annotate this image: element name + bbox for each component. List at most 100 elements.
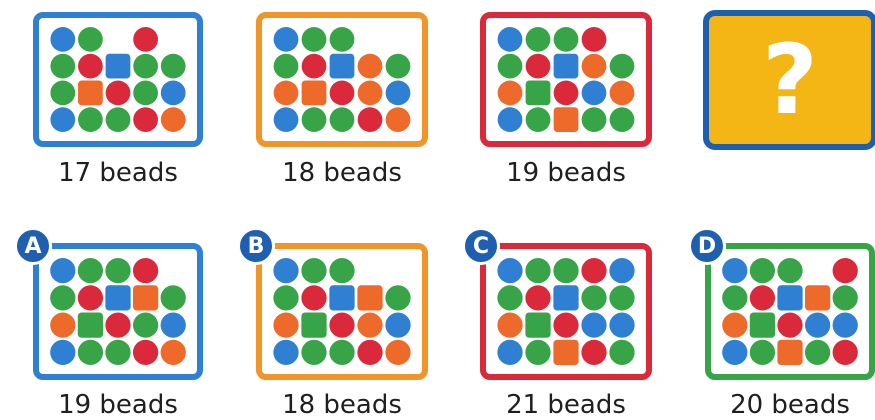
round-bead xyxy=(329,258,354,283)
sequence-label-1: 17 beads xyxy=(18,158,218,188)
round-bead xyxy=(358,81,383,106)
round-bead xyxy=(274,81,299,106)
round-bead xyxy=(750,285,775,310)
round-bead xyxy=(553,258,578,283)
round-bead xyxy=(50,54,75,79)
square-bead xyxy=(330,54,355,79)
option-a-badge[interactable]: A xyxy=(14,227,52,265)
square-bead xyxy=(553,285,578,310)
square-bead xyxy=(805,285,830,310)
round-bead xyxy=(525,340,550,365)
round-bead xyxy=(273,258,298,283)
option-d-card[interactable] xyxy=(705,243,875,380)
bead-grid xyxy=(711,249,869,374)
round-bead xyxy=(273,313,298,338)
round-bead xyxy=(50,27,75,52)
round-bead xyxy=(78,27,103,52)
square-bead xyxy=(301,313,326,338)
round-bead xyxy=(386,54,411,79)
square-bead xyxy=(133,285,158,310)
round-bead xyxy=(133,340,158,365)
round-bead xyxy=(554,81,579,106)
round-bead xyxy=(273,340,298,365)
round-bead xyxy=(582,27,607,52)
square-bead xyxy=(105,285,130,310)
option-d-label: 20 beads xyxy=(690,390,875,420)
round-bead xyxy=(302,27,327,52)
round-bead xyxy=(358,54,383,79)
option-c-badge[interactable]: C xyxy=(462,227,500,265)
round-bead xyxy=(582,107,607,132)
option-b-card[interactable] xyxy=(256,243,428,380)
mystery-card: ? xyxy=(703,10,875,150)
round-bead xyxy=(133,81,158,106)
round-bead xyxy=(582,54,607,79)
round-bead xyxy=(833,258,858,283)
round-bead xyxy=(386,107,411,132)
round-bead xyxy=(525,285,550,310)
square-bead xyxy=(357,285,382,310)
round-bead xyxy=(805,313,830,338)
round-bead xyxy=(330,107,355,132)
round-bead xyxy=(50,81,75,106)
square-bead xyxy=(750,313,775,338)
option-b-label: 18 beads xyxy=(242,390,442,420)
square-bead xyxy=(554,54,579,79)
round-bead xyxy=(358,107,383,132)
bead-grid xyxy=(486,249,646,374)
bead-grid xyxy=(39,249,197,374)
round-bead xyxy=(609,340,634,365)
round-bead xyxy=(161,285,186,310)
round-bead xyxy=(274,54,299,79)
round-bead xyxy=(526,107,551,132)
round-bead xyxy=(722,285,747,310)
square-bead xyxy=(302,81,327,106)
square-bead xyxy=(553,340,578,365)
round-bead xyxy=(609,313,634,338)
round-bead xyxy=(105,258,130,283)
round-bead xyxy=(329,313,354,338)
round-bead xyxy=(722,313,747,338)
round-bead xyxy=(386,81,411,106)
option-c-label: 21 beads xyxy=(466,390,666,420)
square-bead xyxy=(554,107,579,132)
square-bead xyxy=(777,340,802,365)
round-bead xyxy=(357,313,382,338)
round-bead xyxy=(498,27,523,52)
option-c-card[interactable] xyxy=(480,243,652,380)
round-bead xyxy=(750,258,775,283)
bead-grid xyxy=(262,18,422,141)
round-bead xyxy=(498,54,523,79)
round-bead xyxy=(161,54,186,79)
round-bead xyxy=(50,313,75,338)
sequence-card-2 xyxy=(256,12,428,147)
round-bead xyxy=(777,313,802,338)
option-b-badge[interactable]: B xyxy=(237,227,275,265)
round-bead xyxy=(610,81,635,106)
square-bead xyxy=(106,54,131,79)
round-bead xyxy=(78,107,103,132)
round-bead xyxy=(161,81,186,106)
round-bead xyxy=(554,27,579,52)
option-a-card[interactable] xyxy=(33,243,203,380)
round-bead xyxy=(610,107,635,132)
sequence-label-3: 19 beads xyxy=(466,158,666,188)
round-bead xyxy=(78,258,103,283)
round-bead xyxy=(105,340,130,365)
round-bead xyxy=(581,313,606,338)
round-bead xyxy=(274,27,299,52)
round-bead xyxy=(609,285,634,310)
square-bead xyxy=(329,285,354,310)
round-bead xyxy=(497,285,522,310)
round-bead xyxy=(161,107,186,132)
round-bead xyxy=(50,258,75,283)
round-bead xyxy=(274,107,299,132)
round-bead xyxy=(609,258,634,283)
round-bead xyxy=(78,54,103,79)
round-bead xyxy=(385,313,410,338)
square-bead xyxy=(78,81,103,106)
round-bead xyxy=(553,313,578,338)
square-bead xyxy=(525,313,550,338)
sequence-label-2: 18 beads xyxy=(242,158,442,188)
option-d-badge[interactable]: D xyxy=(688,227,726,265)
